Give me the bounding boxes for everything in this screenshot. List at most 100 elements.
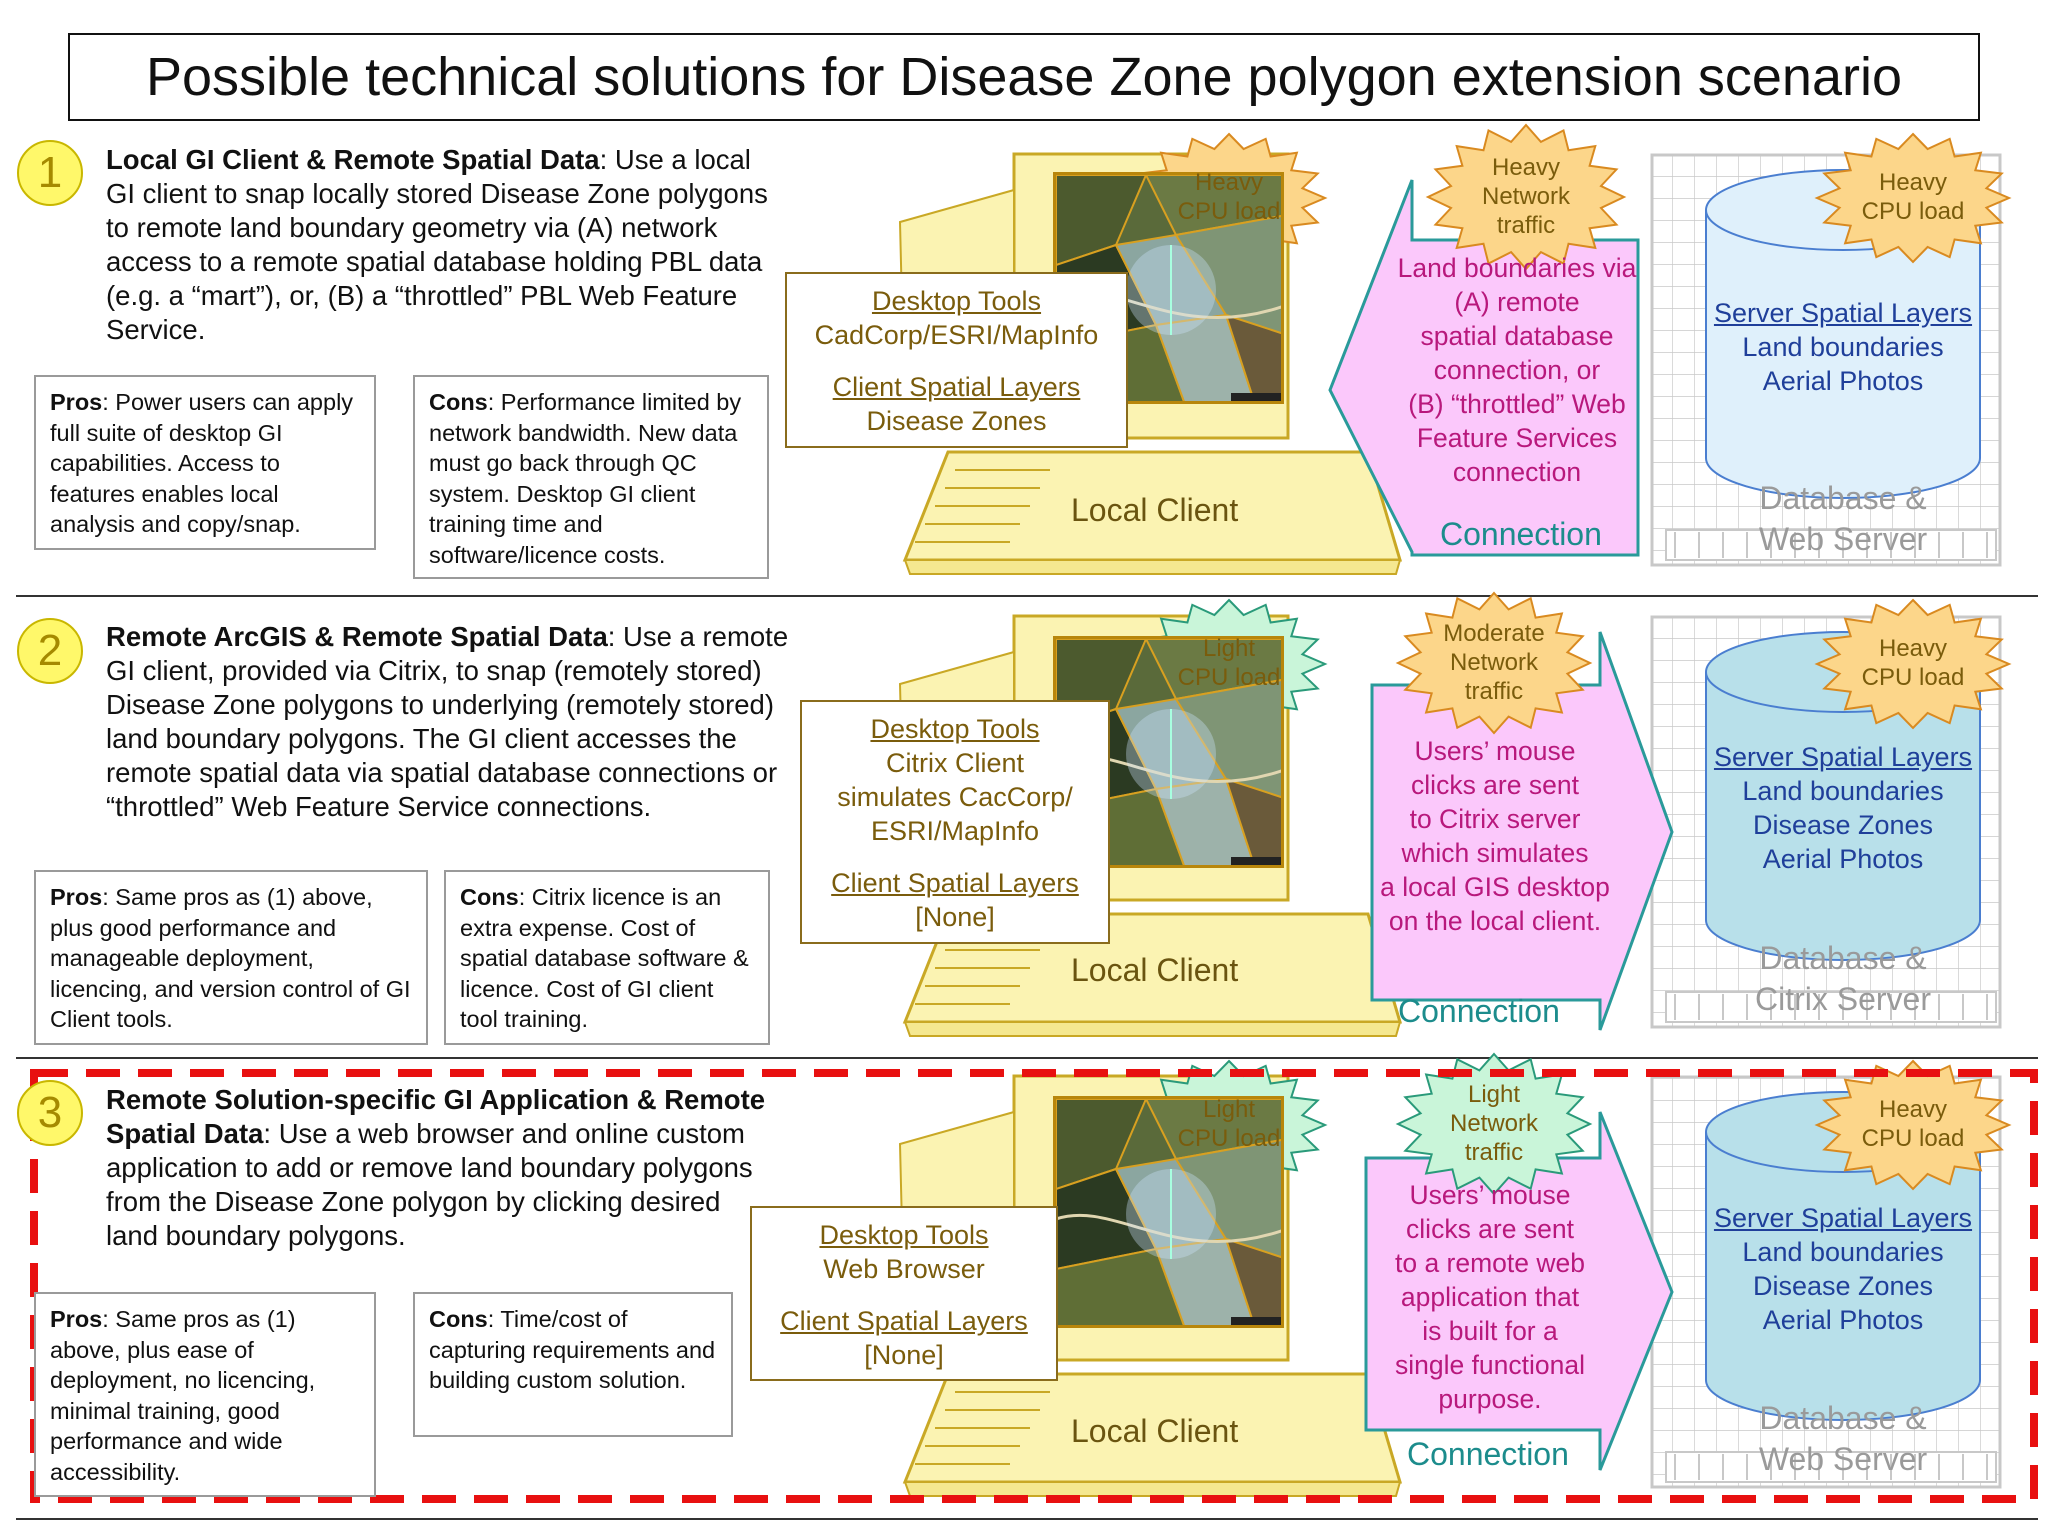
arrow-line: on the local client.: [1388, 906, 1602, 936]
server-layers-text: Server Spatial Layers Land boundaries Di…: [1700, 740, 1986, 876]
client-layers-line: Disease Zones: [866, 406, 1047, 436]
desktop-tools-heading: Desktop Tools: [871, 286, 1042, 316]
pros-text: : Same pros as (1) above, plus good perf…: [50, 884, 411, 1032]
arrow-line: Land boundaries via: [1397, 253, 1637, 283]
database-server: [1650, 1075, 2002, 1489]
burst-line: traffic: [1464, 1139, 1524, 1166]
database-server-label: Database & Web Server: [1700, 1398, 1986, 1480]
burst-line: Network: [1481, 183, 1571, 210]
desktop-tools-line: ESRI/MapInfo: [870, 816, 1040, 846]
arrow-line: purpose.: [1438, 1384, 1542, 1414]
burst-line: CPU load: [1177, 198, 1281, 225]
burst-line: Heavy: [1194, 169, 1264, 196]
cons-text: : Time/cost of capturing requirements an…: [429, 1306, 716, 1393]
desktop-tools-line: Web Browser: [823, 1254, 985, 1284]
cons-box: Cons: Performance limited by network ban…: [413, 375, 769, 579]
server-layer-item: Aerial Photos: [1762, 1305, 1924, 1335]
burst-line: CPU load: [1861, 664, 1965, 691]
db-label-line: Database &: [1759, 1400, 1927, 1436]
db-label-line: Citrix Server: [1754, 981, 1931, 1017]
arrow-line: single functional: [1394, 1350, 1586, 1380]
burst-line: CPU load: [1861, 1125, 1965, 1152]
burst-line: Heavy: [1878, 1096, 1948, 1123]
pros-text: : Power users can apply full suite of de…: [50, 389, 354, 537]
connection-label: Connection: [1440, 516, 1602, 552]
client-layers-heading: Client Spatial Layers: [832, 372, 1081, 402]
pros-box: Pros: Same pros as (1) above, plus good …: [34, 870, 428, 1045]
burst-line: Heavy: [1491, 154, 1561, 181]
server-layer-item: Disease Zones: [1752, 810, 1934, 840]
arrow-line: a local GIS desktop: [1380, 872, 1610, 902]
db-label-line: Web Server: [1758, 521, 1928, 557]
cons-label: Cons: [460, 884, 519, 910]
client-layers-line: [None]: [915, 902, 995, 932]
network-burst: [1425, 123, 1627, 271]
desktop-tools-line: CadCorp/ESRI/MapInfo: [814, 320, 1099, 350]
connection-label: Connection: [1398, 993, 1560, 1029]
desktop-tools-line: Citrix Client: [885, 748, 1025, 778]
burst-line: Moderate: [1443, 620, 1545, 647]
arrow-line: is built for a: [1422, 1316, 1558, 1346]
burst-line: Heavy: [1878, 169, 1948, 196]
scenario-description: Local GI Client & Remote Spatial Data: U…: [106, 143, 786, 347]
arrow-line: Users’ mouse: [1409, 1180, 1571, 1210]
burst-line: traffic: [1464, 678, 1524, 705]
db-label-line: Database &: [1759, 480, 1927, 516]
server-layer-item: Land boundaries: [1742, 776, 1944, 806]
arrow-line: connection: [1452, 457, 1582, 487]
server-layers-heading: Server Spatial Layers: [1713, 742, 1973, 772]
burst-line: Light: [1202, 1096, 1256, 1123]
db-label-line: Database &: [1759, 940, 1927, 976]
server-cpu-burst: [1814, 598, 2012, 730]
section-divider: [16, 595, 2038, 597]
pros-text: : Same pros as (1) above, plus ease of d…: [50, 1306, 316, 1485]
desktop-tools-box: Desktop Tools Citrix Client simulates Ca…: [800, 700, 1110, 944]
server-layer-item: Land boundaries: [1742, 332, 1944, 362]
connection-label: Connection: [1407, 1436, 1569, 1472]
pros-box: Pros: Power users can apply full suite o…: [34, 375, 376, 550]
burst-line: Network: [1449, 649, 1539, 676]
server-cpu-burst: [1814, 1059, 2012, 1191]
server-layer-item: Land boundaries: [1742, 1237, 1944, 1267]
client-layers-heading: Client Spatial Layers: [831, 868, 1079, 898]
local-client-label: Local Client: [1071, 952, 1239, 988]
arrow-line: connection, or: [1433, 355, 1601, 385]
server-layers-text: Server Spatial Layers Land boundaries Ae…: [1700, 296, 1986, 398]
arrow-line: Users’ mouse: [1414, 736, 1576, 766]
database-server-label: Database & Citrix Server: [1700, 938, 1986, 1020]
arrow-line: (B) “throttled” Web: [1408, 389, 1626, 419]
desktop-tools-heading: Desktop Tools: [870, 714, 1040, 744]
burst-line: CPU load: [1861, 198, 1965, 225]
cons-label: Cons: [429, 1306, 488, 1332]
burst-line: Network: [1449, 1110, 1539, 1137]
network-burst: [1395, 591, 1593, 735]
connection-arrow-right: [1370, 631, 1674, 1031]
desktop-tools-line: simulates CacCorp/: [837, 782, 1073, 812]
arrow-line: to a remote web: [1394, 1248, 1586, 1278]
burst-line: CPU load: [1177, 664, 1281, 691]
cons-text: : Citrix licence is an extra expense. Co…: [460, 884, 749, 1032]
server-cpu-burst: [1814, 132, 2012, 264]
scenario-description: Remote ArcGIS & Remote Spatial Data: Use…: [106, 620, 796, 824]
db-label-line: Web Server: [1758, 1441, 1928, 1477]
arrow-line: clicks are sent: [1411, 770, 1579, 800]
cons-box: Cons: Citrix licence is an extra expense…: [444, 870, 770, 1045]
connection-arrow-right: [1364, 1111, 1674, 1471]
pros-label: Pros: [50, 389, 103, 415]
cons-box: Cons: Time/cost of capturing requirement…: [413, 1292, 733, 1437]
database-server-label: Database & Web Server: [1700, 478, 1986, 560]
server-layer-item: Disease Zones: [1752, 1271, 1934, 1301]
pros-box: Pros: Same pros as (1) above, plus ease …: [34, 1292, 376, 1497]
scenario-number-badge: 2: [17, 618, 83, 684]
burst-line: traffic: [1496, 212, 1556, 239]
arrow-line: (A) remote: [1454, 287, 1580, 317]
burst-line: Light: [1467, 1081, 1521, 1108]
